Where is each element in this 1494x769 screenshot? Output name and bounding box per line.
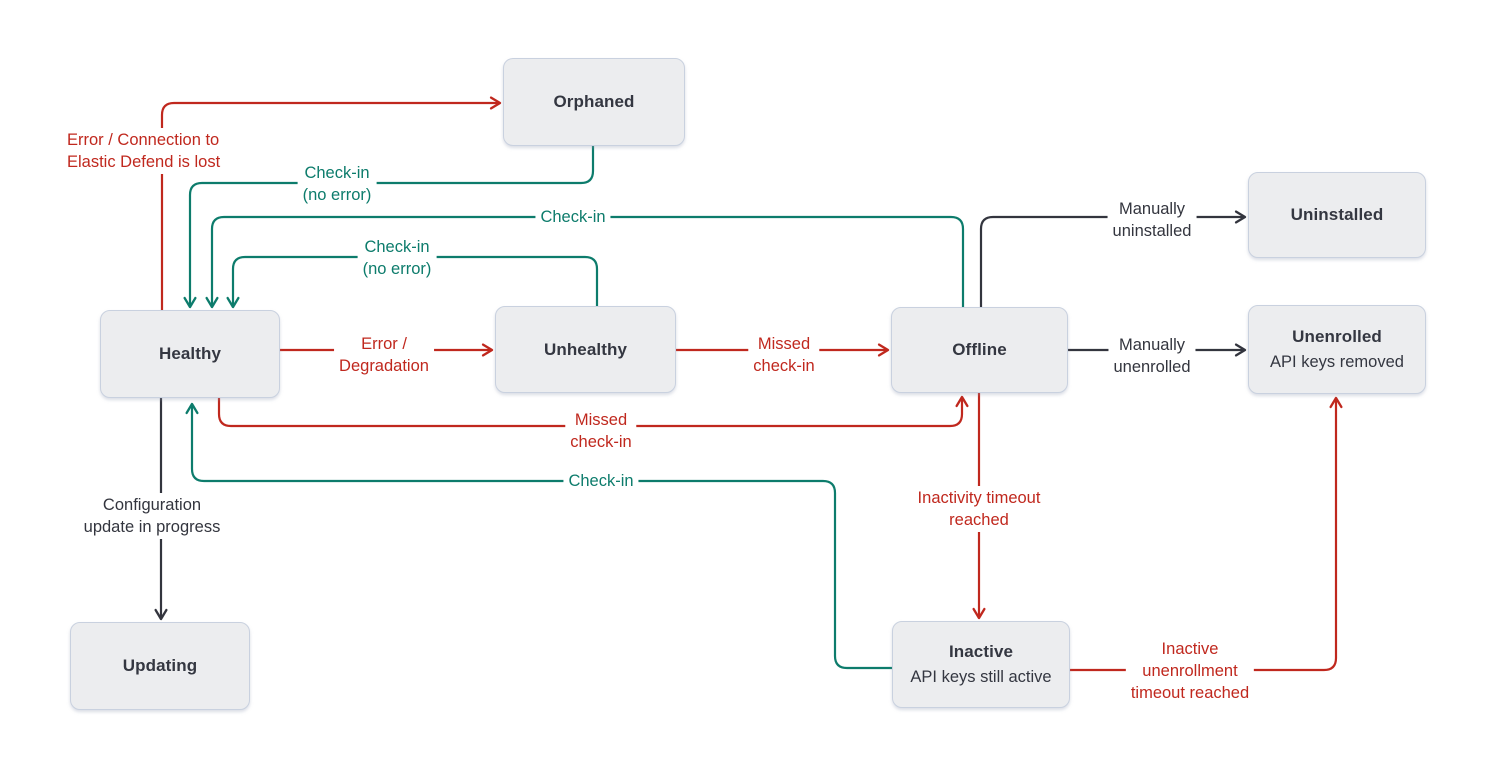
edge-label-offline-to-unenrolled: Manually unenrolled — [1108, 333, 1196, 379]
edge-healthy-to-orphaned — [160, 96, 502, 310]
node-healthy: Healthy — [100, 310, 280, 398]
edge-orphaned-to-healthy — [183, 146, 595, 309]
edge-inactive-to-unenrolled — [1070, 396, 1343, 672]
edge-label-offline-to-healthy: Check-in — [535, 205, 611, 229]
edge-label-offline-to-uninstalled: Manually uninstalled — [1107, 197, 1197, 243]
edge-label-offline-to-inactive: Inactivity timeout reached — [912, 486, 1046, 532]
node-title-healthy: Healthy — [158, 344, 222, 363]
node-orphaned: Orphaned — [503, 58, 685, 146]
edge-label-healthy-to-updating: Configuration update in progress — [78, 493, 226, 539]
node-title-orphaned: Orphaned — [553, 92, 635, 111]
node-title-updating: Updating — [122, 656, 198, 675]
node-title-uninstalled: Uninstalled — [1290, 205, 1384, 224]
node-title-offline: Offline — [952, 340, 1007, 359]
node-updating: Updating — [70, 622, 250, 710]
node-uninstalled: Uninstalled — [1248, 172, 1426, 258]
node-unhealthy: Unhealthy — [495, 306, 676, 393]
edge-label-inactive-to-unenrolled: Inactive unenrollment timeout reached — [1125, 637, 1255, 705]
edge-label-orphaned-to-healthy: Check-in (no error) — [297, 161, 377, 207]
edge-offline-to-healthy — [205, 215, 965, 309]
edge-offline-to-uninstalled — [979, 210, 1247, 307]
edge-label-healthy-to-offline: Missed check-in — [565, 408, 637, 454]
edge-label-healthy-to-unhealthy: Error / Degradation — [334, 332, 434, 378]
edge-label-unhealthy-to-healthy: Check-in (no error) — [357, 235, 437, 281]
node-title-unhealthy: Unhealthy — [543, 339, 628, 359]
node-title-unenrolled: Unenrolled — [1292, 327, 1382, 346]
edge-label-unhealthy-to-offline: Missed check-in — [748, 332, 820, 378]
edge-label-inactive-to-healthy: Check-in — [563, 469, 639, 493]
node-subtitle-unenrolled: API keys removed — [1270, 353, 1404, 371]
node-title-inactive: Inactive — [948, 642, 1014, 661]
edge-inactive-to-healthy — [185, 402, 892, 670]
node-offline: Offline — [891, 307, 1068, 393]
node-subtitle-inactive: API keys still active — [910, 668, 1052, 686]
edge-label-healthy-to-orphaned: Error / Connection to Elastic Defend is … — [62, 128, 226, 174]
